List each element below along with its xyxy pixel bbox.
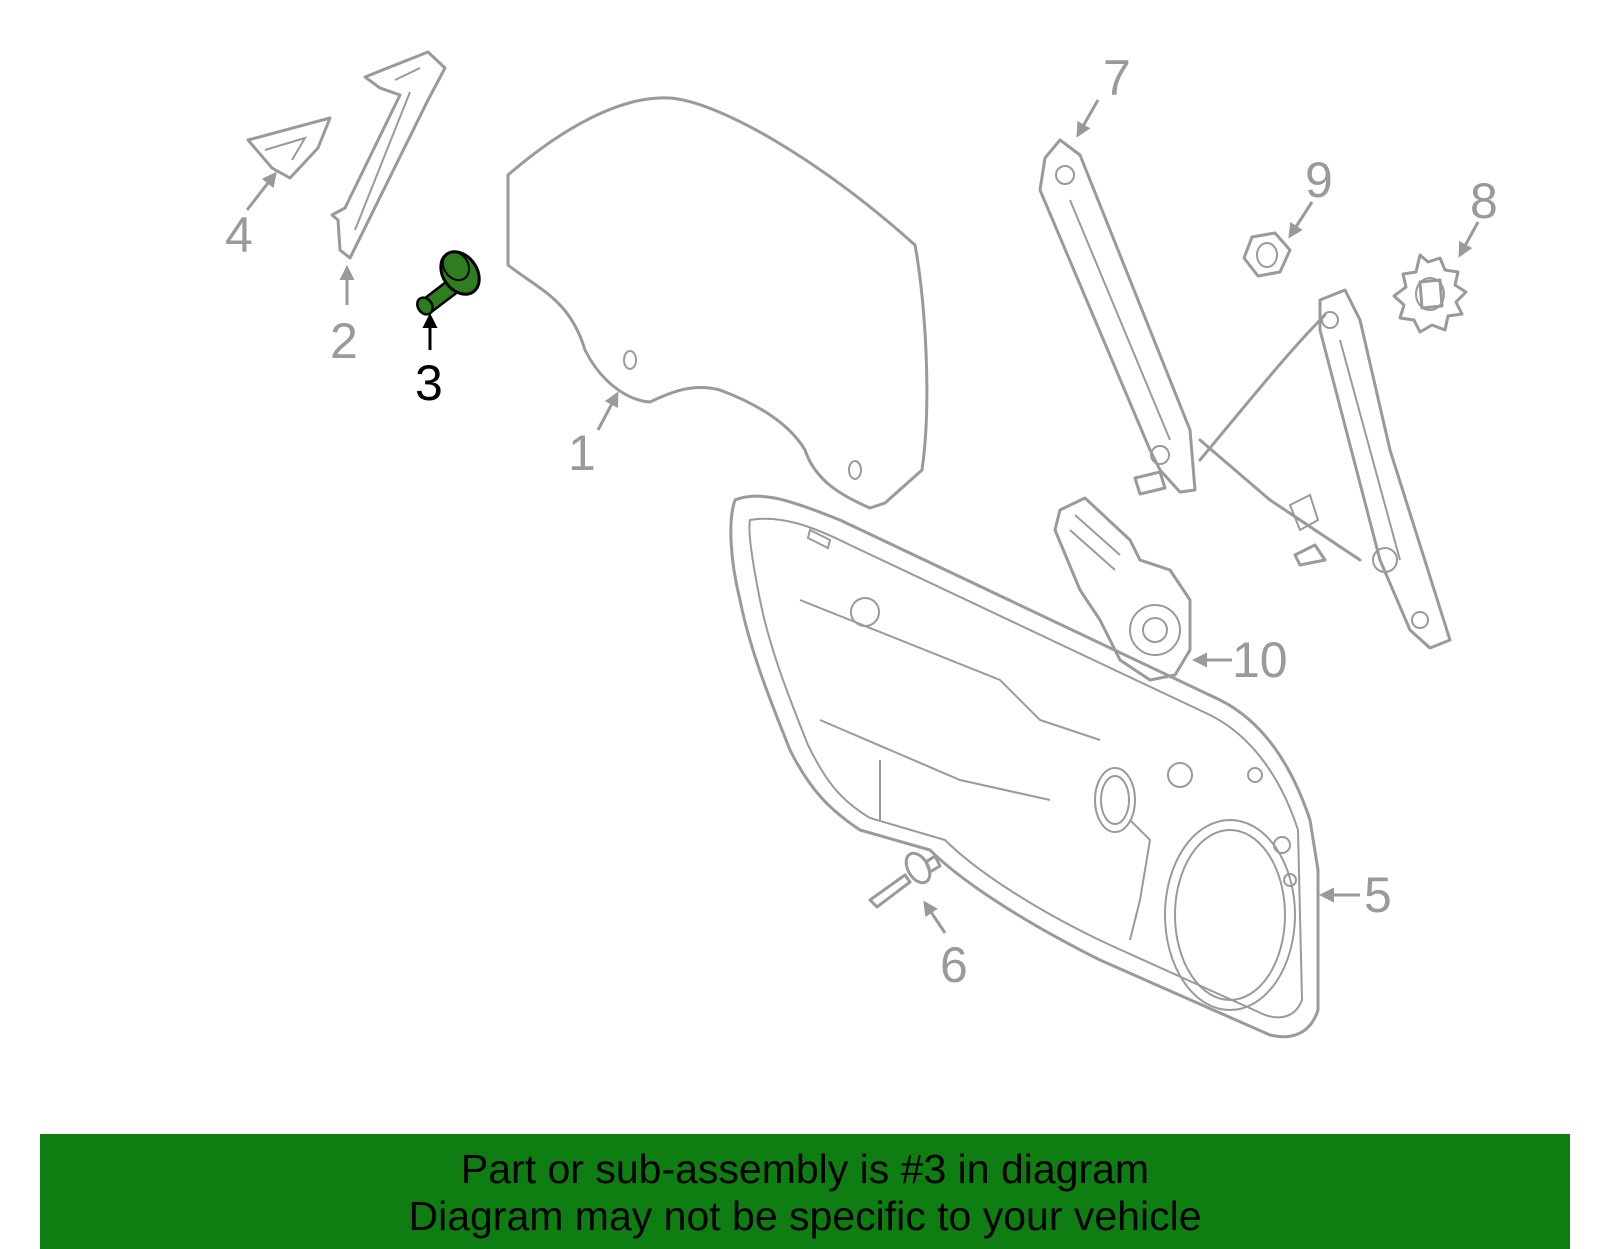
part-8-gear[interactable] [1392,253,1468,334]
callout-2[interactable]: 2 [330,313,358,369]
leader-7 [1076,99,1100,138]
callout-8[interactable]: 8 [1470,173,1498,229]
leader-6 [923,900,947,934]
part-9-nut[interactable] [1242,231,1292,278]
callout-7[interactable]: 7 [1103,50,1131,106]
leader-1 [596,391,619,431]
part-7-window-regulator[interactable] [1038,138,1452,650]
part-1-door-glass[interactable] [506,96,929,510]
banner-line-2: Diagram may not be specific to your vehi… [408,1193,1202,1239]
part-4-trim-triangle[interactable] [246,116,332,180]
info-banner: Part or sub-assembly is #3 in diagram Di… [40,1134,1570,1249]
callout-4[interactable]: 4 [225,207,253,263]
callout-6[interactable]: 6 [940,937,968,993]
parts-diagram: 1 2 3 4 5 6 7 8 9 10 [225,50,1498,1039]
callout-3[interactable]: 3 [415,355,443,411]
callout-1[interactable]: 1 [568,425,596,481]
part-6-pin-clip[interactable] [868,849,942,909]
callout-10[interactable]: 10 [1232,632,1288,688]
leader-8 [1458,221,1480,258]
callout-5[interactable]: 5 [1364,867,1392,923]
banner-line-1: Part or sub-assembly is #3 in diagram [460,1146,1150,1192]
callout-9[interactable]: 9 [1305,152,1333,208]
part-3-bolt[interactable] [414,244,487,317]
part-10-motor[interactable] [1053,496,1192,682]
leader-9 [1288,201,1314,239]
part-5-door-panel[interactable] [729,494,1320,1039]
leader-4 [245,171,277,211]
part-2-window-channel[interactable] [330,50,447,260]
